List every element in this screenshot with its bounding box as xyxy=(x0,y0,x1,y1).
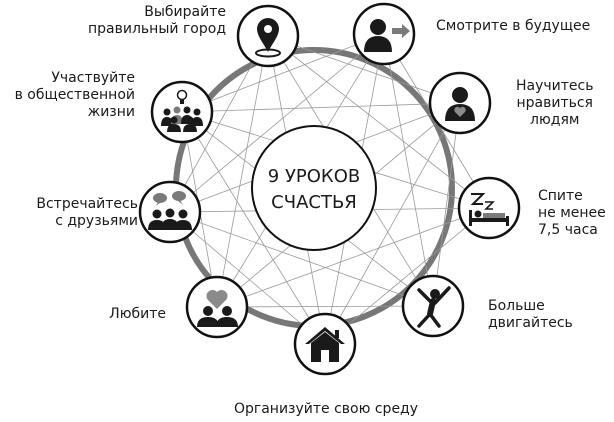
lesson-node-future xyxy=(352,2,416,66)
web-line xyxy=(324,102,461,345)
lesson-node-move xyxy=(401,274,465,338)
person-heart-icon xyxy=(445,87,475,121)
label-community: Участвуйте в общественной жизни xyxy=(14,70,135,120)
web-line xyxy=(267,35,461,104)
lesson-node-friends xyxy=(138,180,202,244)
label-friends: Встречайтесь с друзьями xyxy=(36,196,138,229)
house-icon xyxy=(305,327,345,362)
web-line xyxy=(432,102,461,307)
center-title-line-2: СЧАСТЬЯ xyxy=(271,192,357,213)
couple-heart-icon xyxy=(197,289,238,327)
label-city: Выбирайте правильный город xyxy=(88,4,226,37)
web-line xyxy=(169,33,385,213)
lesson-node-love xyxy=(185,275,249,339)
web-line xyxy=(216,305,434,308)
lesson-node-environment xyxy=(293,312,357,376)
lesson-node-community xyxy=(150,80,214,144)
label-future: Смотрите в будущее xyxy=(436,18,591,34)
lesson-node-likable xyxy=(428,71,492,135)
label-likable: Научитесь нравиться людям xyxy=(516,78,594,128)
sleep-bed-icon xyxy=(469,193,509,226)
community-idea-icon xyxy=(161,89,203,132)
web-line xyxy=(324,207,490,345)
web-line xyxy=(169,35,269,213)
lesson-node-sleep xyxy=(457,176,521,240)
web-line xyxy=(169,211,326,345)
label-move: Больше двигайтесь xyxy=(488,298,573,331)
person-arrow-icon xyxy=(364,19,410,52)
label-love: Любите xyxy=(109,306,166,322)
web-line xyxy=(216,35,269,308)
lesson-node-city xyxy=(236,4,300,68)
web-line xyxy=(181,33,385,113)
center-circle xyxy=(251,125,377,251)
web-line xyxy=(181,102,461,113)
jumping-person-icon xyxy=(417,286,451,328)
label-environment: Организуйте свою среду xyxy=(233,401,419,417)
friends-chat-icon xyxy=(148,191,192,230)
label-sleep: Спите не менее 7,5 часа xyxy=(538,188,606,238)
web-line xyxy=(181,111,326,345)
web-line xyxy=(169,211,434,307)
center-title-line-1: 9 УРОКОВ xyxy=(268,166,360,187)
location-pin-icon xyxy=(255,18,281,58)
web-line xyxy=(383,33,434,307)
